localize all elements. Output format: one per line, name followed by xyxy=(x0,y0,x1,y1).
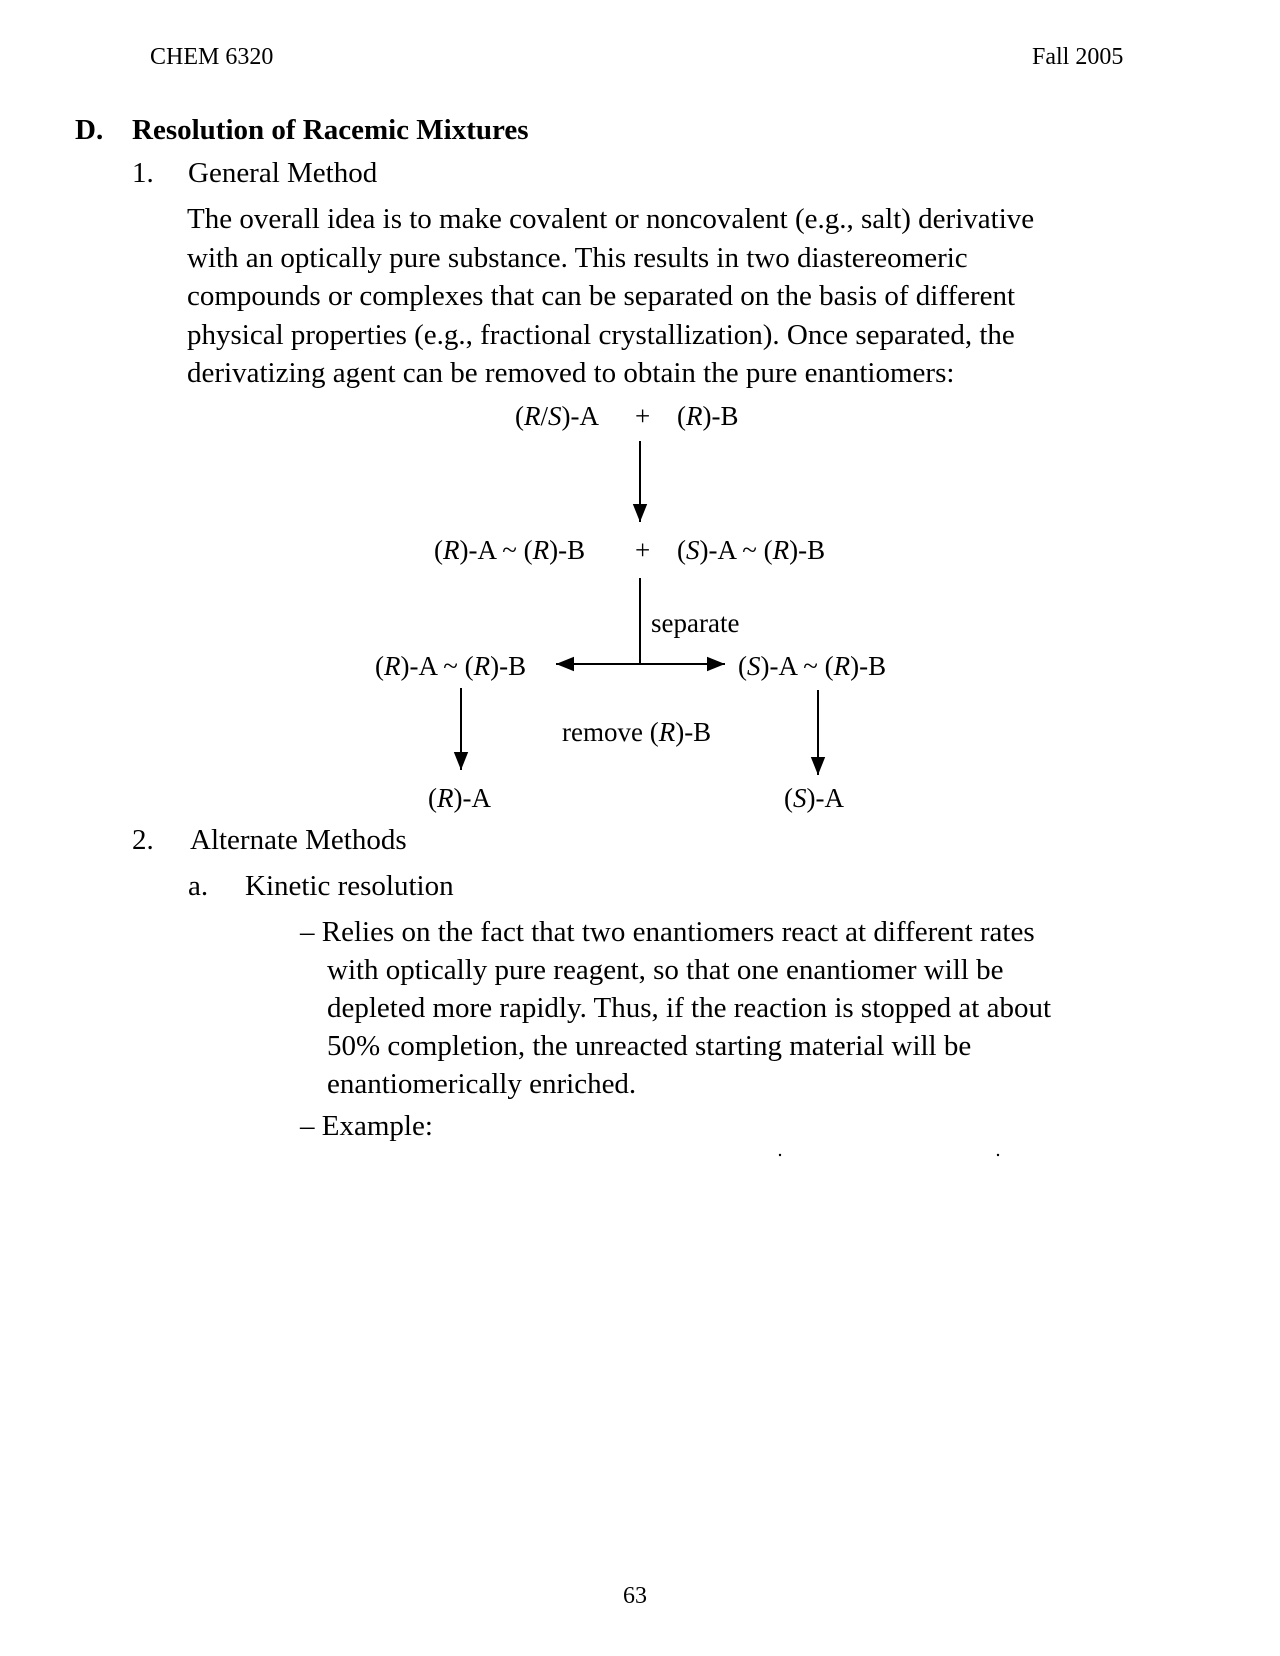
bullet-line: enantiomerically enriched. xyxy=(327,1068,637,1100)
product-right: (S)-A xyxy=(784,783,844,813)
remove-label: remove (R)-B xyxy=(562,717,712,747)
reactant-b: (R)-B xyxy=(677,401,739,431)
item2-title: Alternate Methods xyxy=(190,824,407,856)
bullet-line: – Relies on the fact that two enantiomer… xyxy=(300,916,1035,948)
paragraph-line: compounds or complexes that can be separ… xyxy=(187,280,1016,312)
page-number: 63 xyxy=(623,1583,647,1609)
paragraph-line: The overall idea is to make covalent or … xyxy=(187,203,1035,235)
section-letter: D. xyxy=(75,114,104,146)
plus-sign: + xyxy=(635,535,651,565)
product-left: (R)-A xyxy=(428,783,491,813)
bullet-line: 50% completion, the unreacted starting m… xyxy=(327,1030,972,1062)
paragraph-line: with an optically pure substance. This r… xyxy=(187,241,968,274)
section-title: Resolution of Racemic Mixtures xyxy=(132,114,529,146)
sub-a-title: Kinetic resolution xyxy=(245,870,454,902)
example-bullet: – Example: xyxy=(300,1110,433,1142)
sub-a-letter: a. xyxy=(188,870,209,902)
reactant-a: (R/S)-A xyxy=(515,401,599,431)
separated-left: (R)-A ~ (R)-B xyxy=(375,651,527,681)
paragraph-line: physical properties (e.g., fractional cr… xyxy=(187,318,1015,351)
diastereomer-1: (R)-A ~ (R)-B xyxy=(434,535,586,565)
separate-label: separate xyxy=(651,608,740,638)
bullet-line: with optically pure reagent, so that one… xyxy=(327,954,1004,986)
stray-dot xyxy=(996,1153,1000,1157)
bullet-line: depleted more rapidly. Thus, if the reac… xyxy=(327,992,1051,1024)
diastereomer-2: (S)-A ~ (R)-B xyxy=(677,535,826,565)
stray-dot xyxy=(778,1153,782,1157)
general-method-paragraph: The overall idea is to make covalent or … xyxy=(187,200,1187,393)
item1-title: General Method xyxy=(188,157,378,189)
term-header: Fall 2005 xyxy=(1032,44,1124,70)
paragraph-line: derivatizing agent can be removed to obt… xyxy=(187,357,955,389)
separated-right: (S)-A ~ (R)-B xyxy=(738,651,887,681)
course-header: CHEM 6320 xyxy=(150,44,274,70)
kinetic-bullet-1: – Relies on the fact that two enantiomer… xyxy=(300,913,1051,1103)
item1-number: 1. xyxy=(132,157,154,189)
item2-number: 2. xyxy=(132,824,154,856)
plus-sign: + xyxy=(635,401,651,431)
